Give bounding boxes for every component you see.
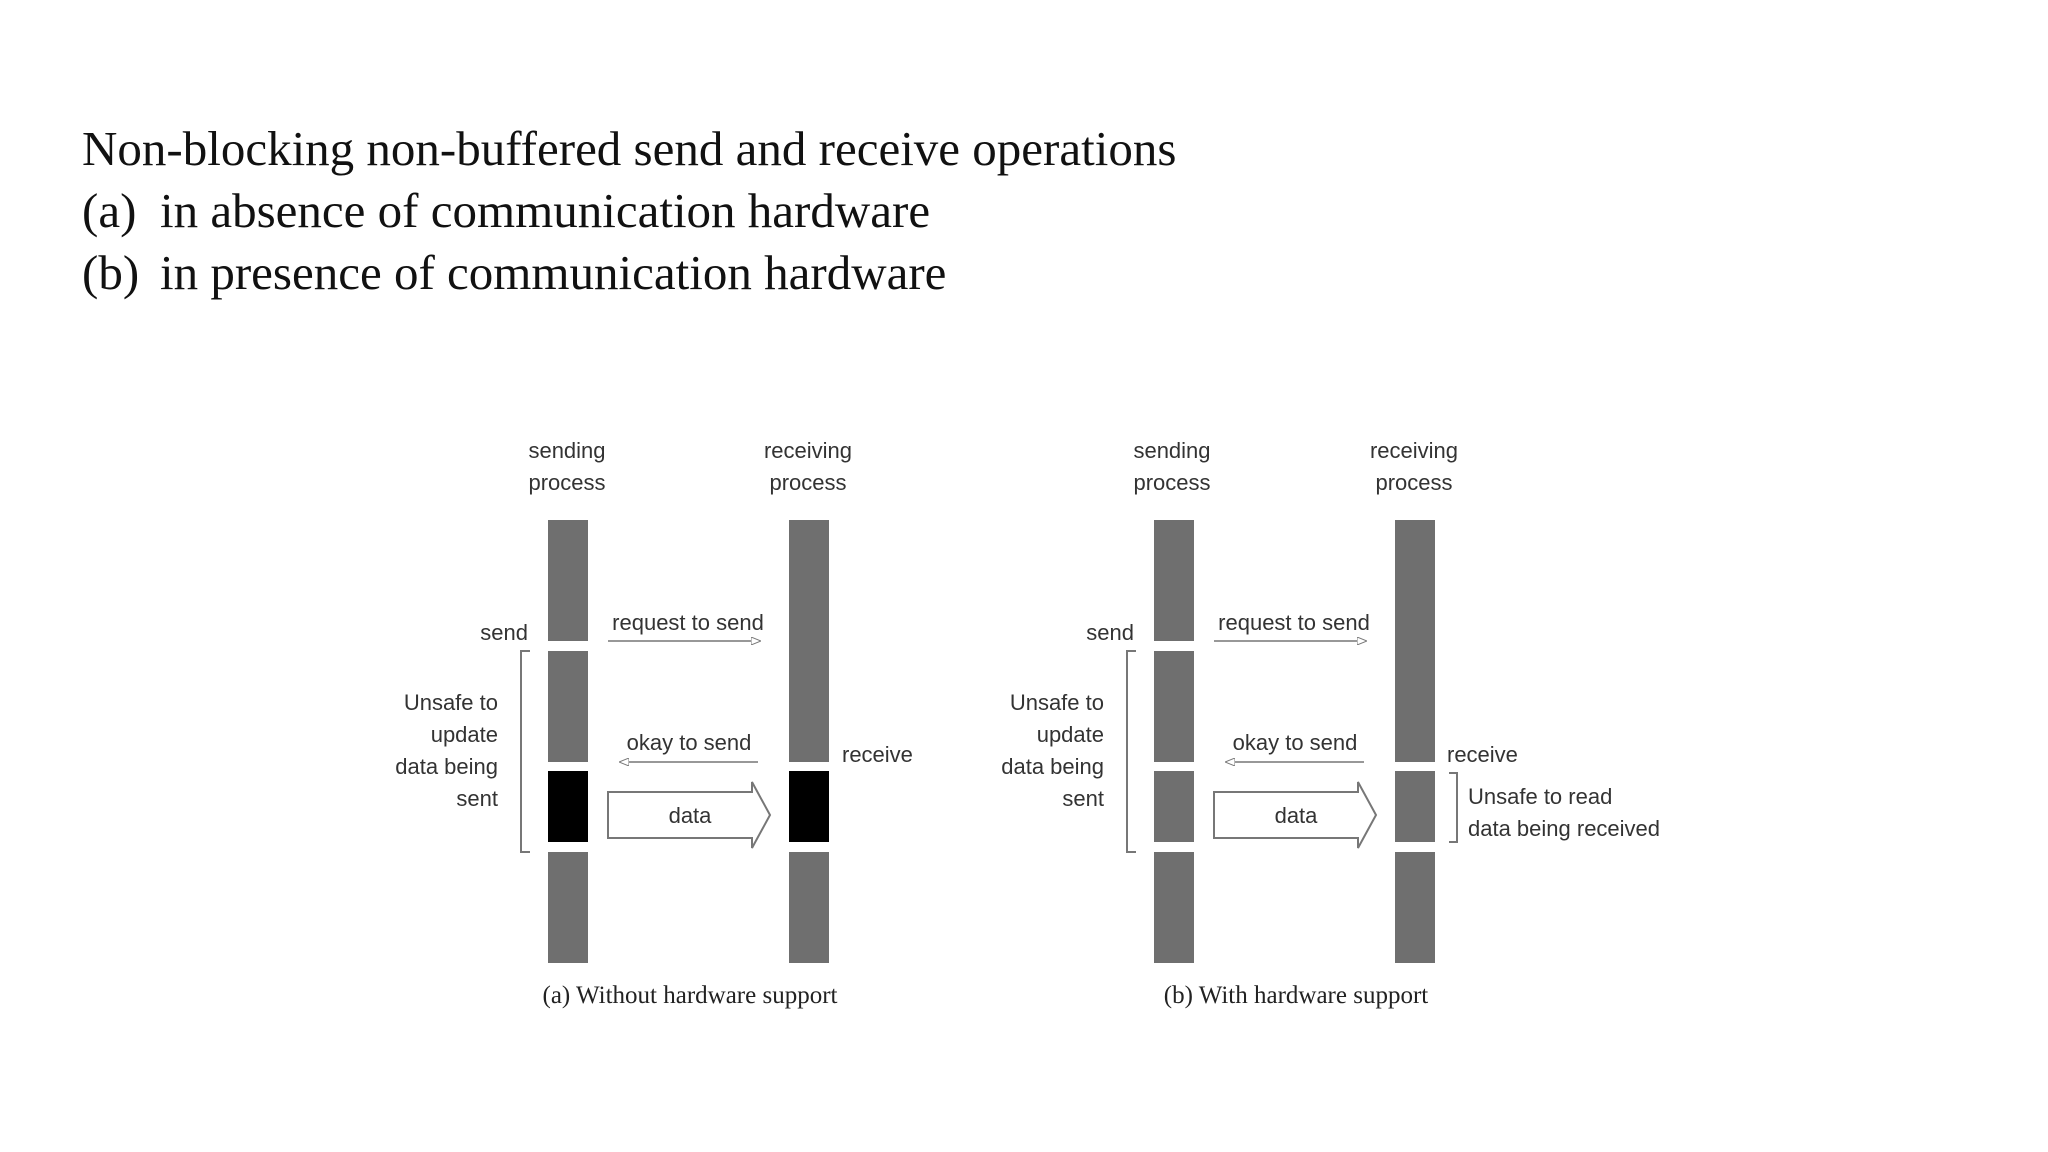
receive-label: receive xyxy=(842,742,913,767)
list-text-b: in presence of communication hardware xyxy=(160,245,947,300)
unsafe-text-3: data being xyxy=(1001,754,1104,779)
recv-unsafe-bracket xyxy=(1449,772,1458,843)
unsafe-bracket xyxy=(1126,650,1136,853)
sender-bar-2 xyxy=(1154,651,1194,762)
caption-b: (b) With hardware support xyxy=(1164,982,1428,1009)
list-marker-a: (a) xyxy=(82,183,137,238)
send-label: send xyxy=(480,620,528,645)
sender-header-2: process xyxy=(528,470,605,495)
okay-label: okay to send xyxy=(1233,730,1358,755)
receiver-bar-3 xyxy=(789,852,829,963)
unsafe-text-3: data being xyxy=(395,754,498,779)
list-item-b: (b) in presence of communication hardwar… xyxy=(82,242,1176,304)
unsafe-text-2: update xyxy=(431,722,498,747)
receiver-bar-1 xyxy=(789,520,829,762)
data-label: data xyxy=(1275,803,1319,828)
sender-header-1: sending xyxy=(1133,438,1210,463)
sender-header-1: sending xyxy=(528,438,605,463)
list-marker-b: (b) xyxy=(82,245,140,300)
data-label: data xyxy=(669,803,713,828)
receiver-bar-1 xyxy=(1395,520,1435,762)
receiver-header-2: process xyxy=(1375,470,1452,495)
unsafe-text-4: sent xyxy=(456,786,498,811)
diagram-b: sending process receiving process send r… xyxy=(1001,438,1660,1009)
sender-bar-2 xyxy=(548,651,588,762)
sender-bar-4 xyxy=(548,852,588,963)
slide-title: Non-blocking non-buffered send and recei… xyxy=(82,121,1177,176)
sender-header-2: process xyxy=(1133,470,1210,495)
unsafe-text-2: update xyxy=(1037,722,1104,747)
sender-bar-1 xyxy=(548,520,588,641)
sender-bar-3-black xyxy=(548,771,588,842)
receiver-header-1: receiving xyxy=(764,438,852,463)
diagram-a: sending process receiving process send r… xyxy=(395,438,913,1009)
send-label: send xyxy=(1086,620,1134,645)
list-text-a: in absence of communication hardware xyxy=(160,183,931,238)
receiver-bar-2-black xyxy=(789,771,829,842)
receiver-bar-3 xyxy=(1395,852,1435,963)
recv-unsafe-text-1: Unsafe to read xyxy=(1468,784,1612,809)
data-arrow xyxy=(1213,781,1378,849)
caption-a: (a) Without hardware support xyxy=(543,982,838,1009)
receiver-header-1: receiving xyxy=(1370,438,1458,463)
okay-label: okay to send xyxy=(627,730,752,755)
unsafe-text-1: Unsafe to xyxy=(404,690,498,715)
request-label: request to send xyxy=(1218,610,1370,635)
receive-label: receive xyxy=(1447,742,1518,767)
unsafe-text-4: sent xyxy=(1062,786,1104,811)
unsafe-text-1: Unsafe to xyxy=(1010,690,1104,715)
recv-unsafe-text-2: data being received xyxy=(1468,816,1660,841)
request-label: request to send xyxy=(612,610,764,635)
list-item-a: (a) in absence of communication hardware xyxy=(82,180,1176,242)
sender-bar-3 xyxy=(1154,771,1194,842)
slide-title-block: Non-blocking non-buffered send and recei… xyxy=(82,118,1176,304)
sender-bar-4 xyxy=(1154,852,1194,963)
receiver-bar-2 xyxy=(1395,771,1435,842)
data-arrow xyxy=(607,781,772,849)
sender-bar-1 xyxy=(1154,520,1194,641)
receiver-header-2: process xyxy=(769,470,846,495)
unsafe-bracket xyxy=(520,650,530,853)
